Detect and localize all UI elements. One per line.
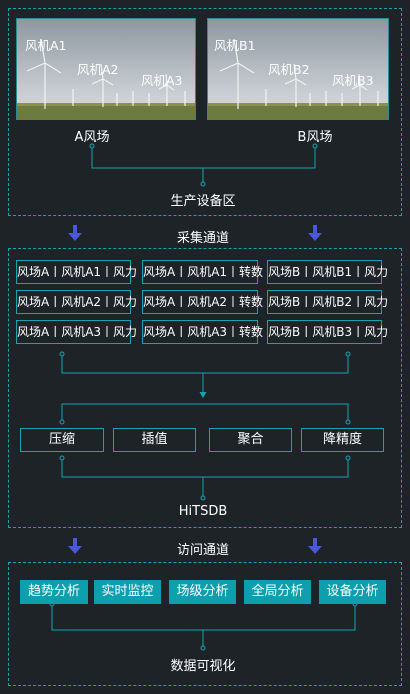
interpolate-step: 插值 xyxy=(113,428,196,452)
arrow-down-icon xyxy=(68,538,82,554)
aggregate-step: 聚合 xyxy=(209,428,292,452)
zone-label: 生产设备区 xyxy=(170,194,236,209)
downsample-step: 降精度 xyxy=(301,428,384,452)
channel-box: 风场A丨风机A2丨风力 xyxy=(16,290,137,314)
visualization-panel xyxy=(8,562,402,686)
channel-box: 风场B丨风机B1丨风力 xyxy=(267,260,388,284)
turbine-label: 风机B1 xyxy=(214,38,256,53)
turbine-label: 风机B3 xyxy=(332,73,374,88)
arrow-down-icon xyxy=(68,225,82,241)
channel-box: 风场A丨风机A3丨转数 xyxy=(142,320,263,344)
farm-b-photo: 风机B1 风机B2 风机B3 xyxy=(207,18,389,120)
farm-a-caption: A风场 xyxy=(74,130,110,145)
farm-b-caption: B风场 xyxy=(297,130,333,145)
database-label: HiTSDB xyxy=(178,504,228,519)
farm-a-photo: 风机A1 风机A2 风机A3 xyxy=(16,18,196,120)
access-channel-label: 访问通道 xyxy=(176,543,229,558)
turbine-label: 风机A2 xyxy=(77,62,119,77)
trend-analysis-button[interactable]: 趋势分析 xyxy=(20,580,88,604)
channel-box: 风场A丨风机A3丨风力 xyxy=(16,320,137,344)
arrow-down-icon xyxy=(308,225,322,241)
visualization-label: 数据可视化 xyxy=(170,659,236,674)
channel-box: 风场A丨风机A1丨风力 xyxy=(16,260,137,284)
turbine-label: 风机A1 xyxy=(25,38,67,53)
device-analysis-button[interactable]: 设备分析 xyxy=(319,580,386,604)
collect-channel-label: 采集通道 xyxy=(176,231,229,246)
wind-farm-image xyxy=(208,19,388,119)
channel-box: 风场B丨风机B2丨风力 xyxy=(267,290,388,314)
channel-box: 风场A丨风机A2丨转数 xyxy=(142,290,263,314)
turbine-label: 风机B2 xyxy=(268,62,310,77)
arrow-down-icon xyxy=(308,538,322,554)
realtime-monitor-button[interactable]: 实时监控 xyxy=(94,580,161,604)
channel-box: 风场B丨风机B3丨风力 xyxy=(267,320,388,344)
wind-farm-image xyxy=(17,19,195,119)
farm-analysis-button[interactable]: 场级分析 xyxy=(169,580,236,604)
compress-step: 压缩 xyxy=(20,428,104,452)
channel-box: 风场A丨风机A1丨转数 xyxy=(142,260,263,284)
turbine-label: 风机A3 xyxy=(141,73,183,88)
collection-panel xyxy=(8,248,402,528)
global-analysis-button[interactable]: 全局分析 xyxy=(244,580,311,604)
production-zone-panel xyxy=(8,8,402,216)
